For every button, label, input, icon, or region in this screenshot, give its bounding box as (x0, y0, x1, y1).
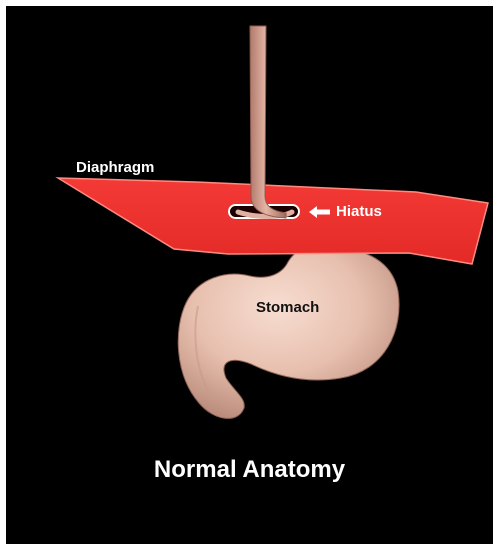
diaphragm-sheet (58, 178, 488, 264)
diaphragm-label: Diaphragm (76, 159, 154, 176)
diagram-canvas: Diaphragm Hiatus Stomach Normal Anatomy (6, 6, 493, 544)
stomach-shape (178, 247, 399, 418)
diagram-title: Normal Anatomy (6, 456, 493, 484)
hiatus-label: Hiatus (336, 203, 382, 220)
stomach-label: Stomach (256, 299, 319, 316)
